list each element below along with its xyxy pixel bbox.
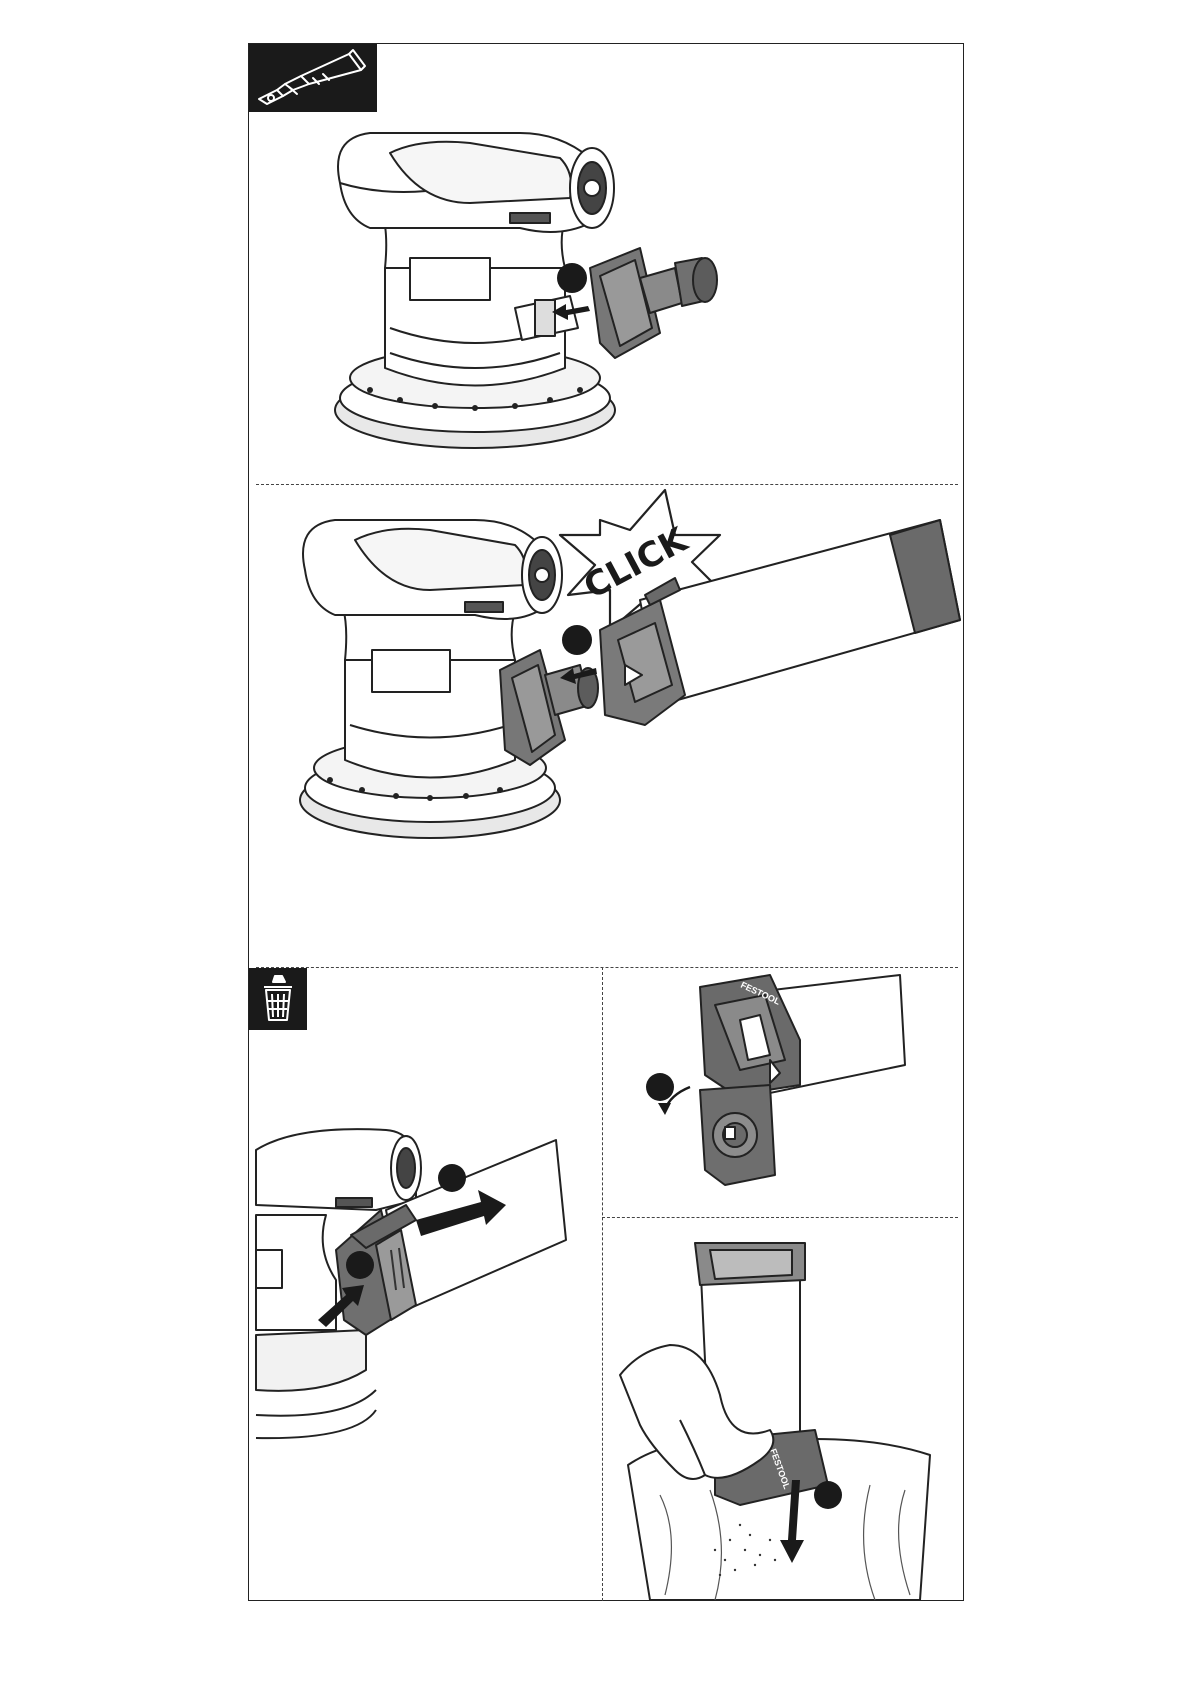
- panel-2-illustration: CLICK: [300, 490, 960, 870]
- panel-4-illustration: FESTOOL: [640, 975, 910, 1205]
- dust-cap-icon: [590, 248, 717, 358]
- divider-3: [602, 1217, 958, 1218]
- open-lid-arrow-icon: [646, 1073, 690, 1115]
- insert-arrow-icon: [560, 625, 597, 684]
- dust-container-icon: FESTOOL: [700, 975, 905, 1185]
- dust-cap-icon: [500, 650, 598, 765]
- dust-extractor-adapter-icon: [249, 44, 377, 112]
- panel-5-illustration: FESTOOL: [620, 1235, 940, 1600]
- panel-3-illustration: [256, 1120, 566, 1440]
- divider-2: [256, 967, 958, 968]
- divider-1: [256, 484, 958, 485]
- trash-bin-icon: [249, 968, 307, 1030]
- panel-1-illustration: [330, 128, 780, 458]
- divider-vertical: [602, 967, 603, 1601]
